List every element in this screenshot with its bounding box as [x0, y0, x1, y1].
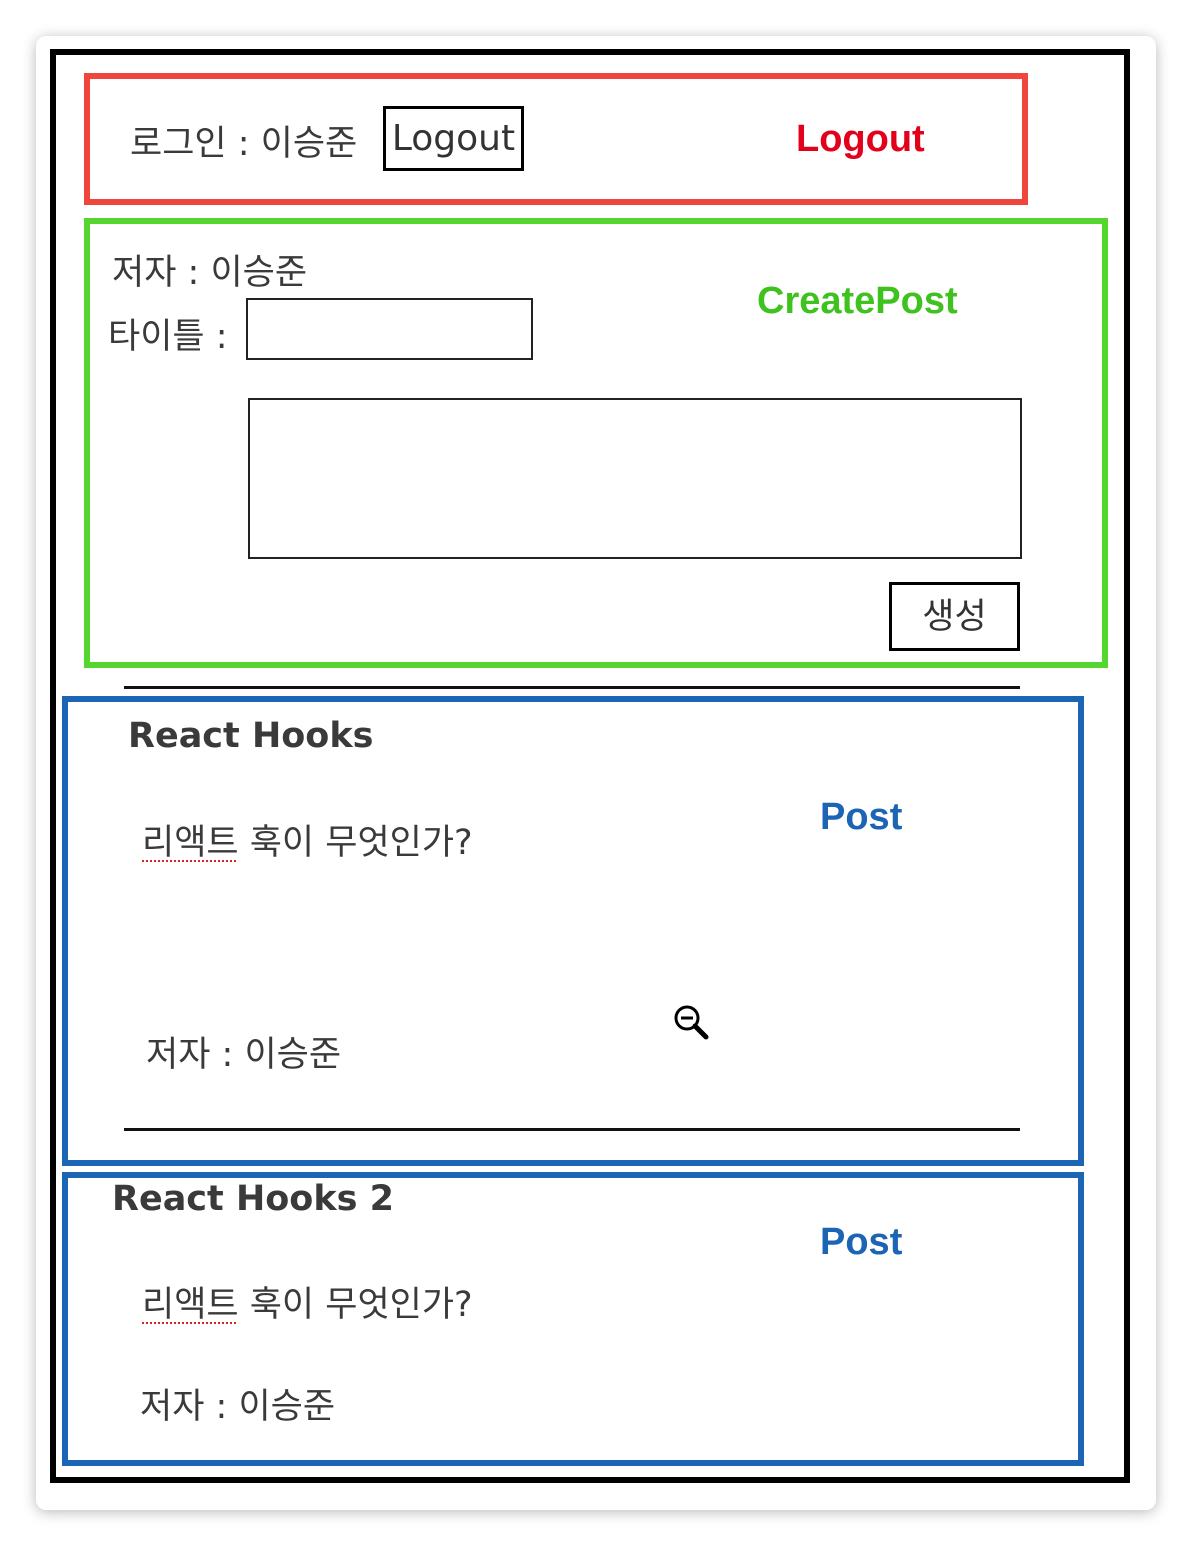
- logout-component-box: [84, 73, 1028, 205]
- app-container: [50, 49, 1130, 1483]
- create-post-component-label: CreatePost: [757, 280, 958, 322]
- logout-component-label: Logout: [796, 118, 925, 160]
- post-author: 저자 : 이승준: [146, 1035, 342, 1075]
- post-divider-line: [124, 1128, 1020, 1131]
- create-button[interactable]: 생성: [889, 582, 1020, 651]
- post-title: React Hooks: [128, 716, 374, 756]
- post-component-label: Post: [820, 796, 903, 838]
- post-component-box: [62, 1172, 1084, 1466]
- post-body-rest: 훅이 무엇인가?: [238, 823, 473, 863]
- divider-line: [124, 686, 1020, 689]
- create-post-component-box: [84, 218, 1108, 668]
- post-component-box: [62, 696, 1084, 1166]
- content-textarea[interactable]: [248, 398, 1022, 559]
- create-post-author-text: 저자 : 이승준: [112, 253, 308, 293]
- post-author: 저자 : 이승준: [140, 1387, 336, 1427]
- post-component-label: Post: [820, 1221, 903, 1263]
- post-body-misspelled-word: 리액트: [142, 1285, 239, 1325]
- post-body: 리액트 훅이 무엇인가?: [142, 814, 473, 865]
- post-title: React Hooks 2: [112, 1179, 394, 1219]
- login-status-text: 로그인 : 이승준: [130, 124, 358, 164]
- post-body-rest: 훅이 무엇인가?: [238, 1285, 473, 1325]
- post-body: 리액트 훅이 무엇인가?: [142, 1276, 473, 1327]
- post-body-misspelled-word: 리액트: [142, 823, 239, 863]
- title-input[interactable]: [246, 298, 533, 360]
- logout-button[interactable]: Logout: [383, 106, 524, 171]
- zoom-out-icon: [674, 1005, 709, 1040]
- title-label: 타이틀 :: [108, 317, 228, 357]
